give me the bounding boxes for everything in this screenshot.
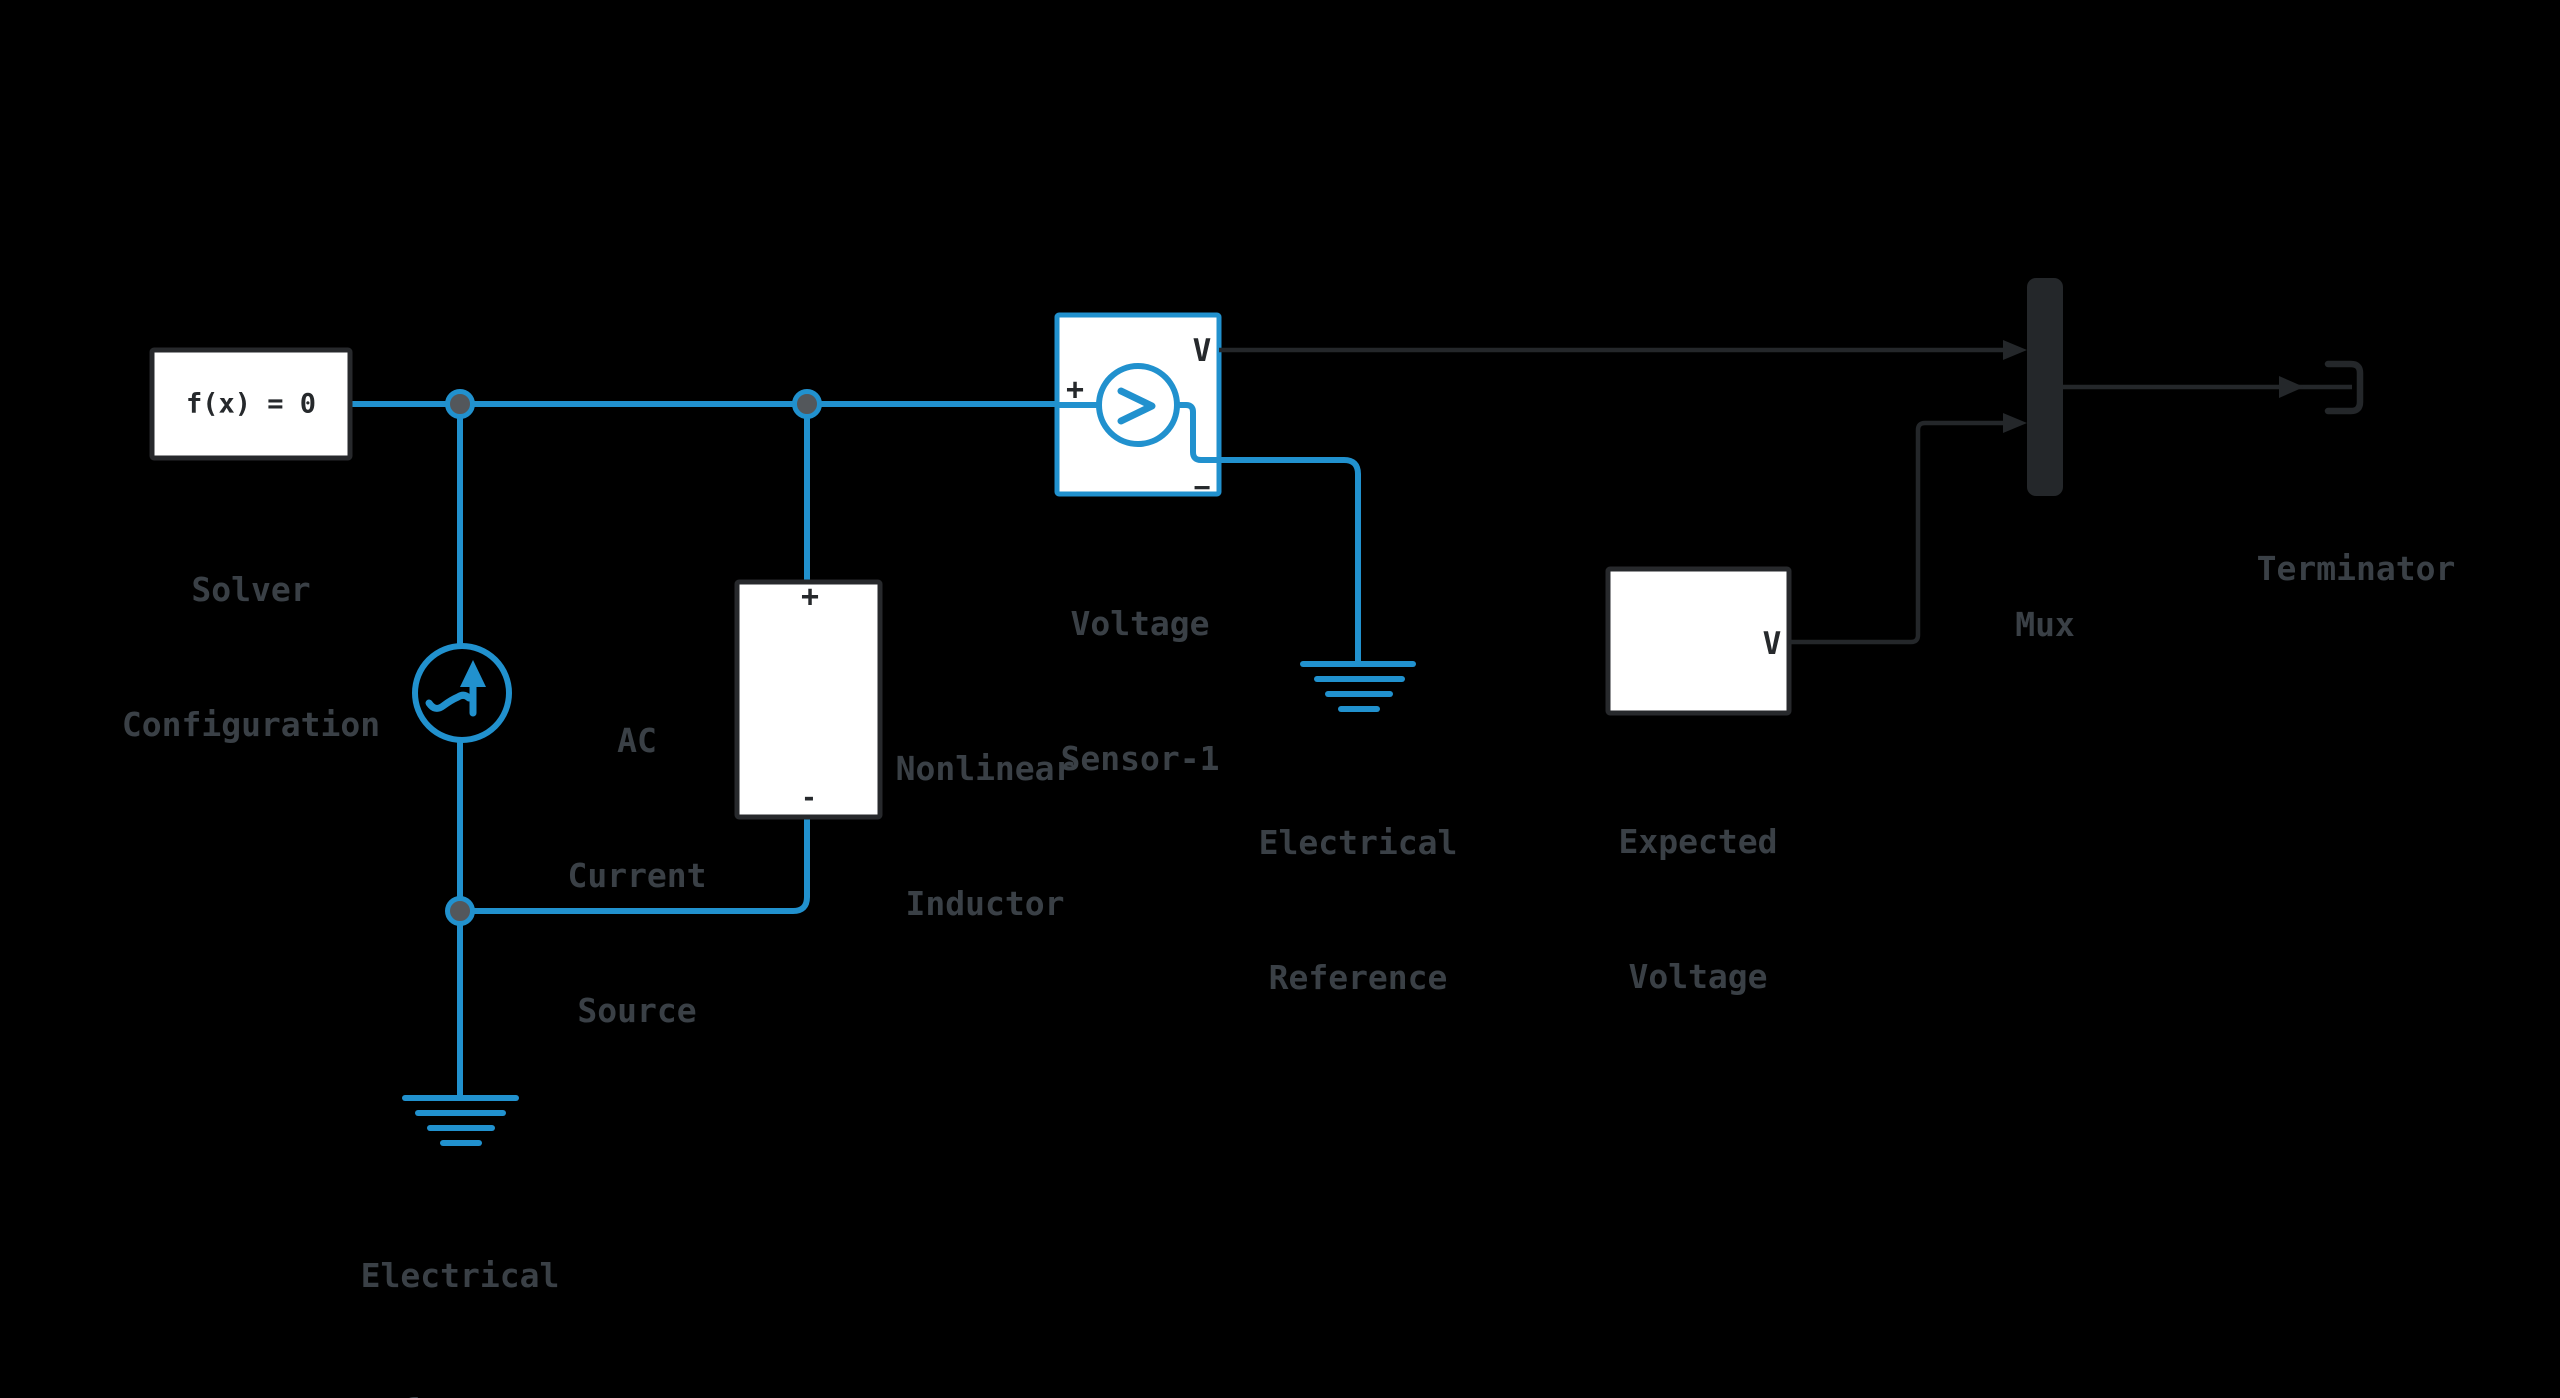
voltage-sensor-icon <box>1054 363 1222 463</box>
expected-voltage-v-port-label: V <box>1762 626 1782 662</box>
label-line: Voltage <box>1070 604 1210 643</box>
solver-equation-text: f(x) = 0 <box>185 388 317 420</box>
junction-dot-b[interactable] <box>792 389 822 419</box>
wire-sensor-minus-to-ground[interactable] <box>1216 457 1361 664</box>
label-line: Expected <box>1618 822 1778 861</box>
label-line: Reference <box>1268 958 1448 997</box>
ac-current-source-label: AC Current Source <box>567 628 706 1123</box>
arrowhead-mux-input-1 <box>2003 340 2027 360</box>
arrowhead-terminator-input <box>2279 376 2304 398</box>
nonlinear-inductor-block[interactable] <box>734 579 883 820</box>
electrical-reference-block[interactable] <box>1300 661 1416 712</box>
sensor-v-port-label: V <box>1192 333 1212 369</box>
electrical-reference-1-label: Electrical Reference- 1 <box>361 1163 560 1398</box>
label-line: Voltage <box>1628 957 1768 996</box>
label-line: Inductor <box>905 884 1065 923</box>
junction-dot-c[interactable] <box>445 896 475 926</box>
voltage-sensor-1-label: Voltage Sensor-1 <box>1061 511 1220 871</box>
solver-configuration-label: Solver Configuration <box>122 477 380 837</box>
label-line: Nonlinear <box>895 749 1075 788</box>
label-line: Solver <box>191 570 311 609</box>
terminator-label: Terminator <box>2257 456 2456 681</box>
ac-arrow-head <box>460 660 486 687</box>
label-line: Configuration <box>121 705 381 744</box>
label-line: AC <box>617 721 657 760</box>
inductor-plus-port-label: + <box>800 579 820 615</box>
label-line: Sensor-1 <box>1060 739 1220 778</box>
nonlinear-inductor-label: Nonlinear Inductor <box>896 656 1075 1016</box>
inductor-minus-port-label: - <box>801 783 817 813</box>
electrical-reference-1-block[interactable] <box>402 1095 519 1146</box>
terminator-block[interactable] <box>2324 360 2364 415</box>
label-line: Reference- <box>361 1388 560 1398</box>
label-line: Current <box>567 856 707 895</box>
voltage-sensor-1-block[interactable] <box>1054 312 1222 497</box>
ac-current-source-block[interactable] <box>412 643 512 743</box>
junction-dot-a[interactable] <box>445 389 475 419</box>
expected-voltage-label: Expected Voltage <box>1619 729 1778 1089</box>
label-line: Electrical <box>1258 823 1458 862</box>
label-line: Source <box>577 991 697 1030</box>
mux-label: Mux <box>2005 512 2084 737</box>
arrowhead-mux-input-2 <box>2003 413 2027 433</box>
ac-waveform-arrow-icon <box>425 682 477 717</box>
wire-inductor-to-junction-c[interactable] <box>457 814 810 914</box>
sensor-minus-port-label: − <box>1193 470 1211 504</box>
label-line: Terminator <box>2256 549 2456 588</box>
electrical-reference-label: Electrical Reference <box>1259 730 1458 1090</box>
label-line: Mux <box>2015 605 2075 644</box>
signal-wire-expected-voltage-to-mux[interactable] <box>1789 420 2006 645</box>
label-line: Electrical <box>360 1256 560 1295</box>
sensor-plus-port-label: + <box>1065 372 1085 408</box>
mux-block[interactable] <box>2027 278 2063 496</box>
solver-configuration-block[interactable] <box>149 347 353 461</box>
